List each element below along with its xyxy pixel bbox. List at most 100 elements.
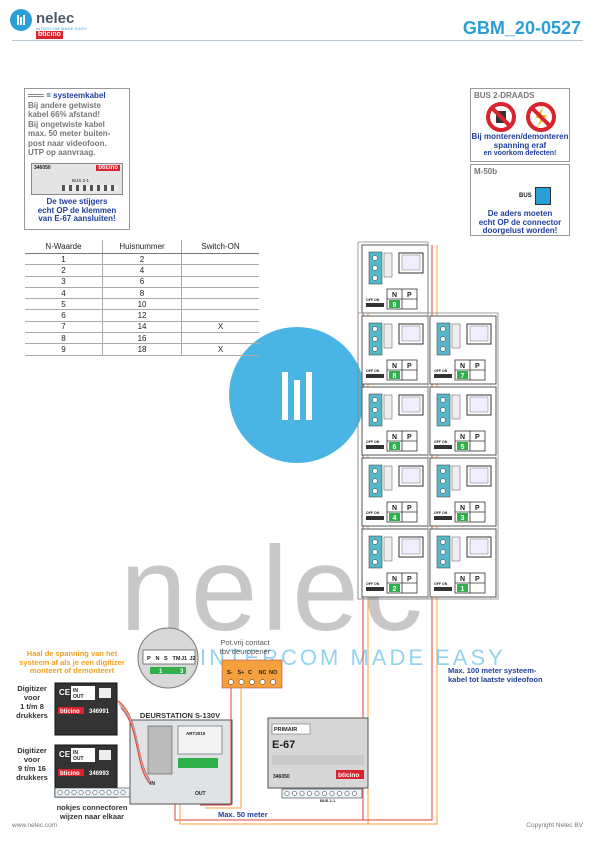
cable-info-line: max. 50 meter buiten- bbox=[28, 129, 111, 138]
no-power-icon bbox=[486, 102, 556, 132]
e67-brand bbox=[336, 770, 364, 779]
max-100-label: Max. 100 meter systeem- bbox=[448, 666, 537, 675]
table-cell: 4 bbox=[25, 287, 103, 300]
connector-green-strip bbox=[150, 667, 186, 674]
terminal-screw bbox=[71, 790, 77, 795]
connector-number: 1 bbox=[159, 669, 163, 675]
table-cell: 1 bbox=[25, 253, 103, 266]
n-value-badge bbox=[389, 371, 400, 379]
switch-icon bbox=[366, 374, 384, 378]
connector-note: wijzen naar elkaar bbox=[59, 812, 125, 821]
terminal-screw bbox=[85, 790, 91, 795]
n-value-badge bbox=[457, 584, 468, 592]
digitizer-warning: monteert of demonteert bbox=[29, 666, 115, 675]
connector-screw bbox=[372, 255, 378, 261]
cable-info-line: UTP op aanvraag. bbox=[28, 148, 96, 157]
contact-title: Pot.vrij contact bbox=[220, 638, 270, 647]
terminal-screw bbox=[337, 791, 342, 796]
connector-screw bbox=[440, 539, 446, 545]
footer-website[interactable]: www.nelec.com bbox=[12, 822, 58, 829]
digitizer-out: OUT bbox=[73, 756, 84, 762]
np-n-label: N bbox=[460, 576, 465, 583]
m50-title: M-50b bbox=[474, 167, 498, 176]
switch-icon bbox=[366, 303, 384, 307]
n-value-badge bbox=[389, 513, 400, 521]
np-n-label: N bbox=[392, 434, 397, 441]
np-p-label: P bbox=[407, 434, 412, 441]
np-p-label: P bbox=[407, 576, 412, 583]
connector-screw bbox=[440, 397, 446, 403]
n-value-number: 6 bbox=[393, 444, 397, 451]
connector-screw bbox=[372, 346, 378, 352]
contact-screw bbox=[270, 679, 276, 685]
n-value-badge bbox=[389, 442, 400, 450]
col-header: N-Waarde bbox=[25, 240, 103, 254]
digitizer2-label: 9 t/m 16 bbox=[18, 764, 46, 773]
n-value-number: 2 bbox=[393, 586, 397, 593]
brand-tagline: INTERCOM MADE EASY bbox=[36, 26, 88, 31]
e67-title: E-67 bbox=[272, 739, 295, 751]
n-value-number: 1 bbox=[461, 586, 465, 593]
connector-pin-label: S bbox=[164, 656, 168, 662]
table-cell: 8 bbox=[101, 287, 182, 300]
terminal-screw bbox=[64, 790, 70, 795]
phone-terminal bbox=[383, 536, 393, 562]
connector-screw bbox=[440, 468, 446, 474]
connector-screw bbox=[440, 478, 446, 484]
table-cell bbox=[181, 264, 259, 277]
power-module-image: 346050 bticino BUS 2-1 bbox=[31, 163, 123, 195]
offon-switch-label: OFF ON bbox=[366, 369, 380, 373]
table-cell bbox=[181, 309, 259, 322]
phone-terminal bbox=[383, 394, 393, 420]
contact-terminal-label: NC bbox=[259, 670, 267, 676]
n-value-badge bbox=[457, 371, 468, 379]
e67-terminal-label: BUS 2-1 bbox=[320, 798, 336, 803]
connector-screw bbox=[372, 417, 378, 423]
offon-switch-label: OFF ON bbox=[434, 511, 448, 515]
station-module bbox=[147, 725, 173, 775]
cable-info-line: Bij ongetwiste kabel bbox=[28, 119, 105, 129]
bus-warning-box: BUS 2-DRAADS Bij monteren/demonteren spa… bbox=[470, 88, 570, 162]
table-cell bbox=[181, 332, 259, 345]
footer-copyright: Copyright Nelec BV bbox=[526, 822, 583, 829]
terminal-screw bbox=[344, 791, 350, 796]
digitizer-in: IN bbox=[73, 688, 78, 694]
contact-screw bbox=[228, 679, 234, 685]
connector-screw bbox=[372, 265, 378, 271]
station-in: IN bbox=[150, 781, 155, 787]
monitor-screen bbox=[469, 396, 489, 413]
contact-screw bbox=[249, 679, 255, 685]
connector-screw bbox=[372, 549, 378, 555]
np-n-label: N bbox=[460, 434, 465, 441]
digitizer2-label: drukkers bbox=[16, 773, 48, 782]
switch-icon bbox=[366, 587, 384, 591]
connector-screw bbox=[440, 407, 446, 413]
digitizer-brand bbox=[58, 707, 84, 714]
warning-line: spanning eraf bbox=[493, 140, 547, 150]
monitor-screen bbox=[469, 538, 489, 555]
connector-pin-label: P bbox=[147, 656, 151, 662]
cable-info-line: post naar videofoon. bbox=[28, 138, 107, 148]
terminal-screw bbox=[120, 790, 126, 795]
monitor-screen bbox=[401, 254, 421, 271]
connector-screw bbox=[372, 478, 378, 484]
contact-terminal-label: S+ bbox=[238, 670, 245, 676]
digitizer-label bbox=[71, 686, 95, 700]
terminal-screw bbox=[314, 791, 320, 796]
switch-icon bbox=[434, 445, 452, 449]
digitizer-port bbox=[99, 750, 111, 760]
connector-screw bbox=[440, 549, 446, 555]
digitizer1-label: voor bbox=[23, 693, 41, 702]
station-board bbox=[177, 725, 223, 755]
monitor-screen bbox=[469, 467, 489, 484]
